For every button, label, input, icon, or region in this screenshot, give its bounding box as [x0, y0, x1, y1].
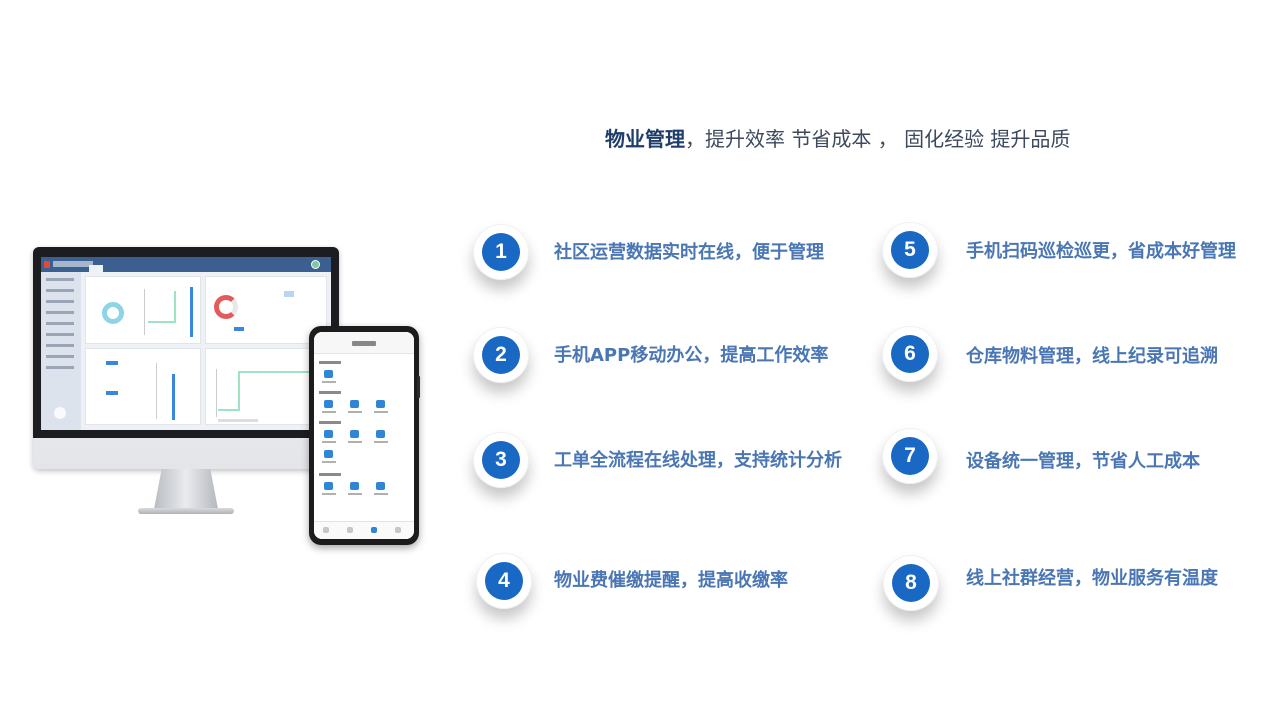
dashboard-screen [41, 257, 331, 430]
feature-text: 线上社群经营，物业服务有温度 [966, 568, 1218, 589]
dashboard-sidebar [41, 272, 81, 430]
number-badge: 6 [882, 326, 938, 382]
mobile-tabbar [314, 521, 414, 539]
mobile-phone-mockup [309, 326, 420, 545]
badge-number: 3 [482, 441, 520, 479]
number-badge: 5 [882, 222, 938, 278]
number-badge: 3 [473, 432, 529, 488]
feature-6: 6 仓库物料管理，线上纪录可追溯 [882, 326, 1262, 386]
desktop-monitor-mockup [33, 247, 339, 469]
feature-text: 社区运营数据实时在线，便于管理 [554, 242, 824, 263]
feature-4: 4 物业费催缴提醒，提高收缴率 [476, 553, 856, 613]
number-badge: 4 [476, 553, 532, 609]
monitor-stand [154, 469, 218, 509]
phone-side-button [417, 376, 420, 398]
monitor-bezel [33, 247, 339, 438]
badge-number: 4 [485, 562, 523, 600]
headline-strong: 物业管理 [605, 127, 685, 151]
number-badge: 7 [882, 428, 938, 484]
feature-text: 手机扫码巡检巡更，省成本好管理 [966, 241, 1236, 262]
feature-8: 8 线上社群经营，物业服务有温度 [883, 555, 1263, 615]
feature-text: 工单全流程在线处理，支持统计分析 [554, 450, 842, 471]
feature-text: 手机APP移动办公，提高工作效率 [554, 345, 829, 366]
badge-number: 2 [482, 336, 520, 374]
dashboard-tab [89, 265, 103, 272]
dashboard-title-placeholder [53, 261, 93, 267]
avatar [311, 260, 320, 269]
feature-7: 7 设备统一管理，节省人工成本 [882, 428, 1262, 488]
dashboard-panel [205, 348, 327, 425]
badge-number: 8 [892, 564, 930, 602]
feature-2: 2 手机APP移动办公，提高工作效率 [473, 327, 853, 387]
mobile-app-header [314, 332, 414, 354]
number-badge: 1 [473, 224, 529, 280]
sidebar-mark-icon [54, 407, 66, 419]
dashboard-panel [205, 276, 327, 344]
headline: 物业管理，提升效率 节省成本 ， 固化经验 提升品质 [605, 123, 1070, 152]
feature-text: 物业费催缴提醒，提高收缴率 [554, 570, 788, 591]
dashboard-panel [85, 348, 201, 425]
badge-number: 6 [891, 335, 929, 373]
dashboard-panel [85, 276, 201, 344]
feature-5: 5 手机扫码巡检巡更，省成本好管理 [882, 222, 1262, 282]
feature-3: 3 工单全流程在线处理，支持统计分析 [473, 432, 873, 492]
feature-text: 仓库物料管理，线上纪录可追溯 [966, 346, 1218, 367]
headline-rest: ，提升效率 节省成本 ， 固化经验 提升品质 [685, 127, 1071, 151]
dashboard-topbar [41, 257, 331, 272]
number-badge: 2 [473, 327, 529, 383]
feature-text: 设备统一管理，节省人工成本 [966, 451, 1200, 472]
mobile-app-screen [314, 332, 414, 539]
number-badge: 8 [883, 555, 939, 611]
logo-icon [44, 261, 50, 268]
badge-number: 1 [482, 233, 520, 271]
badge-number: 5 [891, 231, 929, 269]
feature-1: 1 社区运营数据实时在线，便于管理 [473, 224, 853, 284]
badge-number: 7 [891, 437, 929, 475]
monitor-stand-base [138, 508, 234, 514]
